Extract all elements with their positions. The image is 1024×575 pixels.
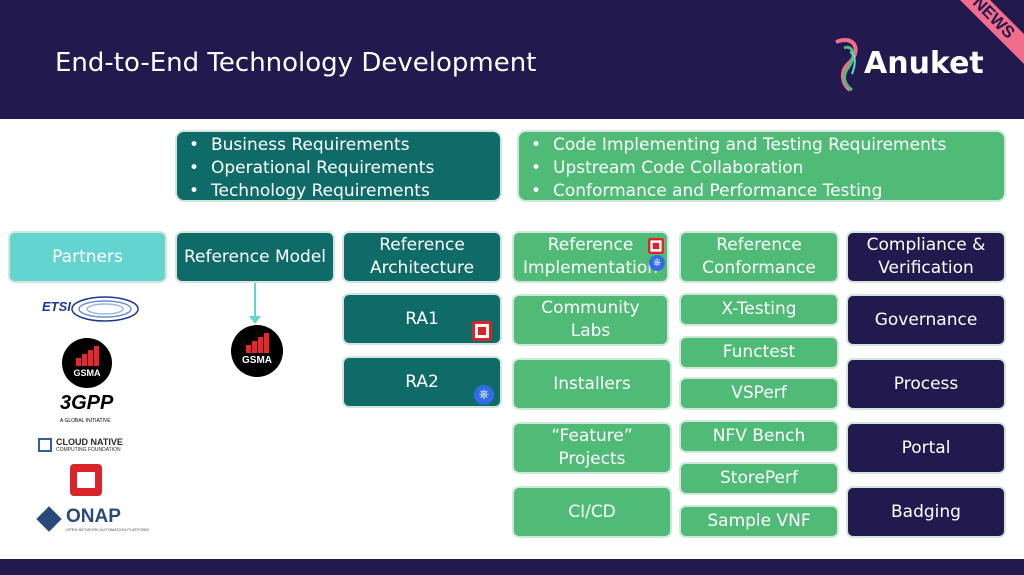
3gpp-text: 3GPP — [60, 392, 114, 414]
ra1-label: RA1 — [405, 308, 439, 329]
requirement-item: Upstream Code Collaboration — [531, 157, 1004, 180]
ra2-box: RA2 ⎈ — [342, 356, 502, 408]
requirement-item: Conformance and Performance Testing — [531, 180, 1004, 203]
portal-box: Portal — [846, 422, 1006, 474]
onap-logo: ONAP OPEN NETWORK AUTOMATION PLATFORM — [36, 506, 149, 534]
nfv-bench-label: NFV Bench — [712, 426, 806, 446]
sample-vnf-label: Sample VNF — [707, 511, 811, 531]
gsma-model-logo: GSMA — [231, 325, 283, 377]
functest-label: Functest — [722, 342, 796, 362]
cncf-text: CLOUD NATIVE — [56, 437, 123, 447]
vsperf-box: VSPerf — [679, 377, 839, 410]
feature-projects-box: “Feature” Projects — [512, 422, 672, 474]
requirement-item: Business Requirements — [189, 134, 500, 157]
brand-name: Anuket — [864, 46, 984, 81]
reference-conformance-label: Reference Conformance — [702, 235, 816, 278]
model-arrow — [254, 283, 256, 319]
gsma-text: GSMA — [73, 368, 101, 378]
header-bar: End-to-End Technology Development Anuket… — [0, 0, 1024, 119]
compliance-label: Compliance & Verification — [866, 235, 986, 278]
community-labs-box: Community Labs — [512, 294, 669, 346]
ra1-box: RA1 — [342, 293, 502, 345]
openstack-icon — [472, 321, 492, 341]
ci-cd-box: CI/CD — [512, 486, 672, 538]
requirement-item: Technology Requirements — [189, 180, 500, 203]
installers-label: Installers — [553, 373, 631, 394]
openstack-logo — [70, 464, 102, 496]
process-label: Process — [893, 373, 959, 394]
page-title: End-to-End Technology Development — [55, 48, 537, 78]
3gpp-logo: 3GPP A GLOBAL INITIATIVE — [60, 392, 120, 428]
gsma-bars-icon — [246, 333, 269, 353]
badging-box: Badging — [846, 486, 1006, 538]
footer-bar — [0, 559, 1024, 575]
anuket-logo: Anuket — [826, 34, 986, 94]
model-arrowhead — [249, 316, 261, 324]
partner-logos: ETSI GSMA 3GPP A GLOBAL INITIATIVE CLOUD… — [30, 292, 149, 534]
etsi-text: ETSI — [42, 299, 71, 314]
cncf-logo: CLOUD NATIVE COMPUTING FOUNDATION — [38, 437, 148, 457]
reference-conformance-header: Reference Conformance — [679, 231, 839, 283]
reference-model-label: Reference Model — [183, 246, 327, 267]
storeperf-box: StorePerf — [679, 462, 839, 495]
community-labs-label: Community Labs — [541, 298, 640, 341]
storeperf-label: StorePerf — [719, 468, 798, 488]
requirements-right-box: Code Implementing and Testing Requiremen… — [517, 130, 1006, 203]
onap-diamond-icon — [36, 506, 62, 532]
reference-architecture-label: Reference Architecture — [369, 235, 475, 278]
gsma-logo: GSMA — [62, 338, 112, 388]
partners-header: Partners — [8, 231, 167, 283]
nfv-bench-box: NFV Bench — [679, 420, 839, 453]
news-ribbon: NEWS — [930, 0, 1024, 80]
cncf-square-icon — [38, 438, 52, 452]
ra2-label: RA2 — [405, 371, 439, 392]
gsma-bars-icon — [76, 346, 99, 366]
anuket-swirl-icon — [835, 38, 858, 92]
ci-cd-label: CI/CD — [568, 501, 616, 522]
installers-box: Installers — [512, 358, 672, 410]
onap-text: ONAP — [66, 506, 121, 527]
cncf-subtext: COMPUTING FOUNDATION — [56, 447, 121, 453]
vsperf-label: VSPerf — [731, 383, 787, 403]
process-box: Process — [846, 358, 1006, 410]
reference-implementation-label: Reference Implementation — [523, 235, 659, 278]
gsma-model-text: GSMA — [242, 355, 272, 366]
portal-label: Portal — [901, 437, 951, 458]
kubernetes-icon: ⎈ — [649, 255, 665, 271]
requirements-left-box: Business Requirements Operational Requir… — [175, 130, 502, 203]
badging-label: Badging — [891, 501, 961, 522]
x-testing-box: X-Testing — [679, 293, 839, 326]
governance-box: Governance — [846, 294, 1006, 346]
etsi-logo: ETSI — [40, 294, 140, 324]
functest-box: Functest — [679, 336, 839, 369]
etsi-globe-icon — [71, 296, 139, 322]
requirement-item: Operational Requirements — [189, 157, 500, 180]
governance-label: Governance — [874, 309, 978, 330]
compliance-header: Compliance & Verification — [846, 231, 1006, 283]
reference-implementation-header: Reference Implementation ⎈ — [512, 231, 669, 283]
feature-projects-label: “Feature” Projects — [551, 426, 633, 469]
reference-architecture-header: Reference Architecture — [342, 231, 502, 283]
sample-vnf-box: Sample VNF — [679, 505, 839, 538]
requirement-item: Code Implementing and Testing Requiremen… — [531, 134, 1004, 157]
3gpp-subtext: A GLOBAL INITIATIVE — [60, 418, 111, 424]
partners-label: Partners — [52, 246, 123, 267]
openstack-inner — [77, 472, 95, 488]
reference-model-header: Reference Model — [175, 231, 335, 283]
onap-subtext: OPEN NETWORK AUTOMATION PLATFORM — [66, 527, 149, 532]
openstack-icon — [648, 238, 664, 254]
kubernetes-icon: ⎈ — [474, 385, 494, 405]
x-testing-label: X-Testing — [721, 299, 797, 319]
